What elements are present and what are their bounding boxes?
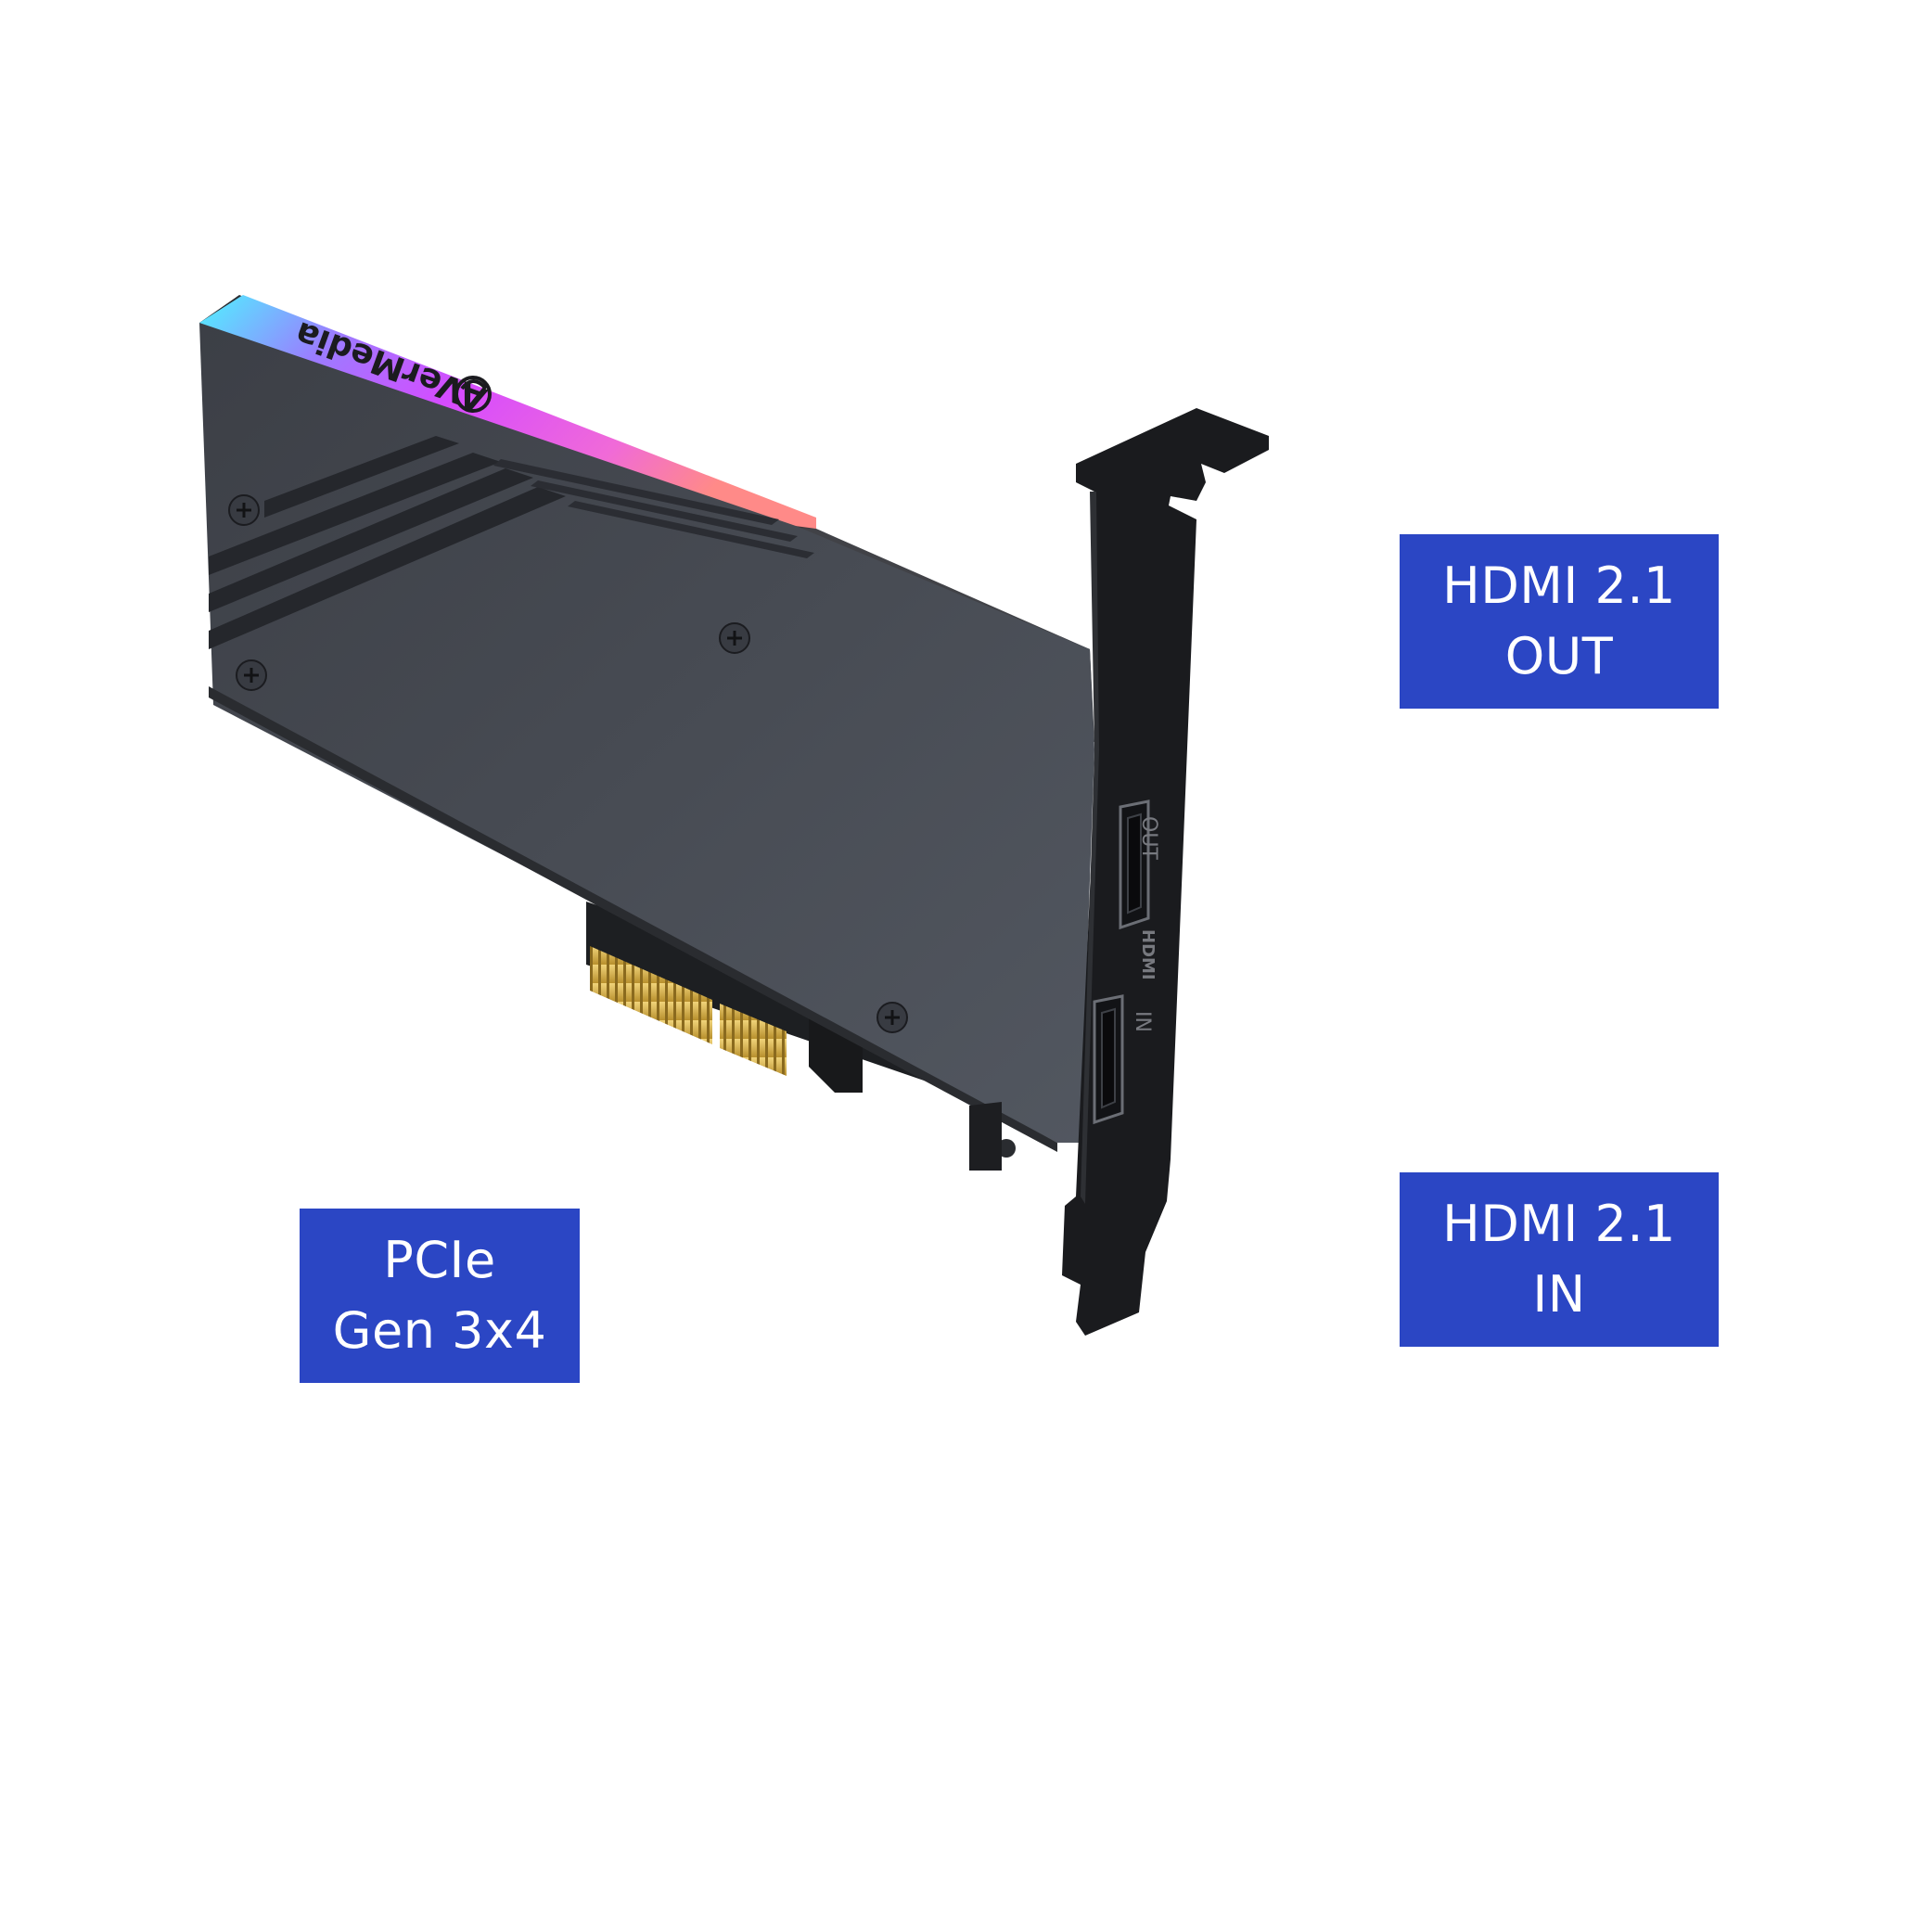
bracket-label-out: OUT [1137, 816, 1160, 860]
screw-icon [228, 494, 260, 526]
callout-pcie-line2: Gen 3x4 [332, 1301, 547, 1360]
bracket-label-hdmi: HDMI [1138, 929, 1158, 980]
callout-hdmi-in-line2: IN [1532, 1265, 1586, 1324]
bracket-bottom-tab [969, 1102, 1002, 1171]
pcie-gold-contacts-short [720, 1004, 787, 1076]
card-body-face [199, 323, 1094, 1143]
callout-hdmi-out-line2: OUT [1504, 627, 1614, 685]
strip-stripes [493, 459, 814, 558]
avermedia-swirl-icon [454, 376, 492, 413]
screw-icon [236, 659, 267, 691]
screw-icon [876, 1002, 908, 1033]
screw-icon [719, 622, 750, 654]
pcie-gold-contacts-long [590, 946, 712, 1044]
hdmi-in-port [1093, 994, 1124, 1125]
rgb-light-strip [199, 295, 816, 529]
callout-pcie-line1: PCIe [383, 1231, 496, 1289]
bracket-label-in: IN [1131, 1011, 1154, 1032]
callout-hdmi-in: HDMI 2.1 IN [1400, 1172, 1719, 1347]
callout-hdmi-out-line1: HDMI 2.1 [1442, 557, 1676, 615]
pci-bracket-edge [1081, 492, 1099, 1204]
callout-pcie: PCIe Gen 3x4 [300, 1209, 580, 1383]
callout-hdmi-out: HDMI 2.1 OUT [1400, 534, 1719, 709]
hdmi-out-port [1119, 800, 1150, 930]
callout-hdmi-in-line1: HDMI 2.1 [1442, 1195, 1676, 1253]
card-body-shade [209, 686, 1057, 1152]
